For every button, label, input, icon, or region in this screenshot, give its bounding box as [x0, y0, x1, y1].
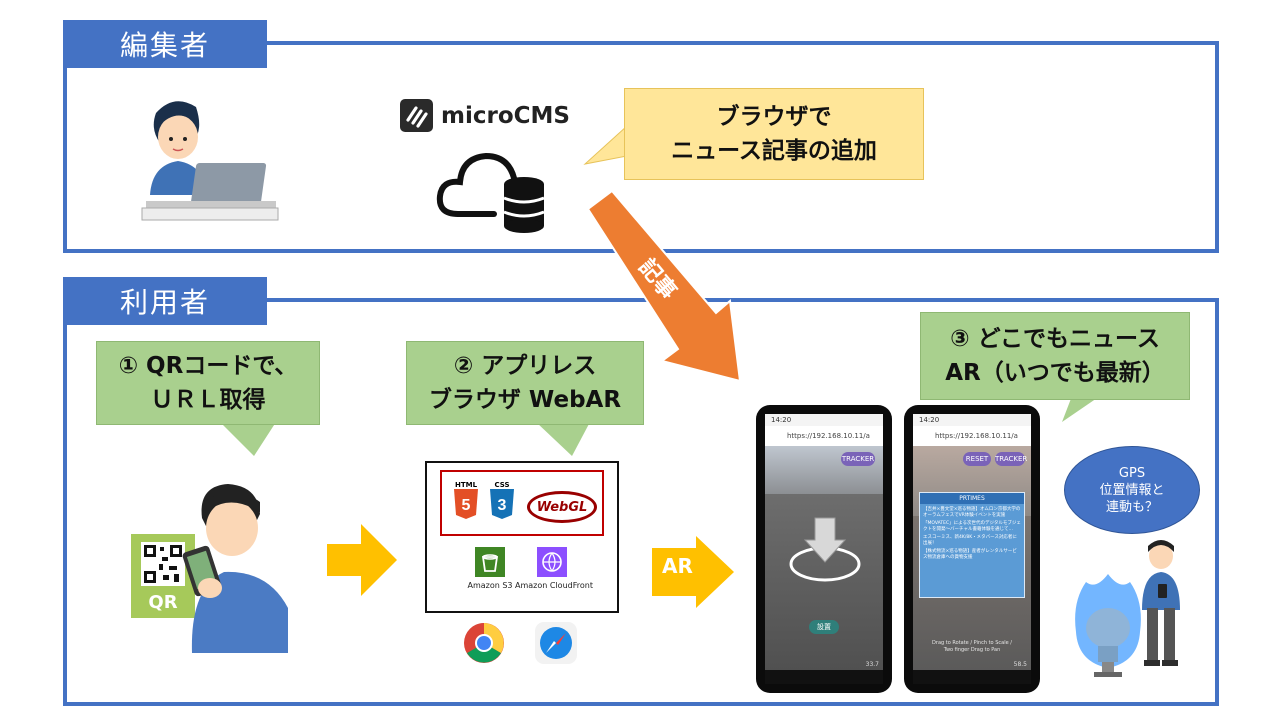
tech-stack-box: HTML 5 CSS 3 WebGL Amazon S3 Amazon Clou… [425, 461, 619, 613]
news-item-4: 【株式物流×巡る物語】産者がレンタルサービス物流倉庫への貨物支援 [923, 549, 1017, 560]
cloud-database-icon [436, 152, 545, 233]
editor-callout-line1: ブラウザで [716, 104, 832, 130]
phone1-url-bar[interactable]: https://192.168.10.11/a [765, 426, 883, 446]
step2-line2: ブラウザ WebAR [428, 387, 622, 413]
phone1-fps: 33.7 [865, 661, 879, 668]
editor-callout: ブラウザで ニュース記事の追加 [624, 88, 924, 180]
step3-callout: ③ どこでもニュース AR（いつでも最新） [920, 312, 1190, 400]
phone-ar-news: 14:20 https://192.168.10.11/a RESET TRAC… [904, 405, 1040, 693]
phone2-status-bar: 14:20 [913, 414, 1031, 426]
gps-line1: GPS [1118, 465, 1146, 481]
step1-callout-tail [220, 422, 276, 456]
safari-icon [535, 622, 577, 664]
css3-badge: CSS 3 [489, 481, 515, 523]
news-panel-header: PRTIMES [920, 493, 1024, 504]
amazon-s3-label: Amazon S3 [467, 581, 513, 590]
qr-sign-label: QR [148, 592, 178, 613]
placement-marker [789, 517, 861, 582]
qr-scanning-person-illustration [182, 484, 288, 653]
html5-icon: 5 [454, 489, 478, 519]
step1-line2: ＵＲＬ取得 [150, 387, 266, 413]
step3-line1: ③ どこでもニュース [950, 326, 1160, 352]
svg-text:5: 5 [462, 497, 471, 514]
step2-callout-tail [536, 422, 590, 456]
news-item-2: 「MOVATEC」による次世代のデジタルモブジェクトを開発～バーチャル書籍体験を… [923, 521, 1021, 532]
phone1-nav-bar [765, 670, 883, 684]
microcms-icon [400, 99, 433, 132]
user-tab: 利用者 [63, 277, 267, 325]
chrome-icon [464, 623, 504, 663]
html5-badge: HTML 5 [453, 481, 479, 523]
phone1-status-bar: 14:20 [765, 414, 883, 426]
gps-bubble: GPS 位置情報と 連動も？ [1064, 446, 1200, 534]
step2-callout: ② アプリレス ブラウザ WebAR [406, 341, 644, 425]
amazon-cloudfront-label: Amazon CloudFront [515, 581, 593, 590]
phone2-fps: 58.5 [1013, 661, 1027, 668]
webgl-logo: WebGL [527, 491, 597, 523]
ar-news-panel: PRTIMES 【吉井×豊文堂×巡る物語】オムロン京都大学のオーラムフェスでVR… [919, 492, 1025, 598]
step2-line1: ② アプリレス [453, 353, 597, 379]
amazon-s3-icon [475, 547, 505, 577]
phone2-tracker-button[interactable]: TRACKER [995, 452, 1027, 466]
ar-arrow-label: AR [662, 554, 693, 578]
smartphone-person-illustration [1142, 540, 1180, 666]
phone2-screen: 14:20 https://192.168.10.11/a RESET TRAC… [913, 414, 1031, 684]
phone2-nav-bar [913, 670, 1031, 684]
phone-ar-placement: 14:20 https://192.168.10.11/a TRACKER 設置… [756, 405, 892, 693]
phone2-url-bar[interactable]: https://192.168.10.11/a [913, 426, 1031, 446]
step1-callout: ① QRコードで、 ＵＲＬ取得 [96, 341, 320, 425]
ar-character-illustration [1075, 574, 1141, 677]
flow-arrow-1 [327, 524, 397, 596]
step3-line2: AR（いつでも最新） [945, 360, 1165, 386]
article-arrow [586, 189, 742, 383]
svg-text:3: 3 [498, 497, 507, 514]
step3-callout-tail [1062, 396, 1100, 422]
editor-tab-label: 編集者 [119, 29, 210, 62]
phone2-hint: Drag to Rotate / Pinch to Scale / Two fi… [932, 640, 1012, 653]
qr-sign: QR [131, 534, 195, 618]
phone1-tracker-button[interactable]: TRACKER [841, 452, 875, 466]
gps-line3: 連動も？ [1105, 499, 1158, 515]
microcms-logo: microCMS [400, 99, 570, 132]
editor-callout-line2: ニュース記事の追加 [671, 138, 877, 164]
news-item-3: エスコーミス、新4K/8K・メタバース対応者に出展！ [923, 535, 1017, 546]
html5-label: HTML [454, 481, 478, 489]
amazon-cloudfront-icon [537, 547, 567, 577]
editor-person-illustration [141, 101, 279, 221]
news-item-1: 【吉井×豊文堂×巡る物語】オムロン京都大学のオーラムフェスでVR体験イベントを実… [923, 507, 1021, 518]
place-button[interactable]: 設置 [809, 620, 839, 634]
ar-flow-arrow [652, 536, 734, 608]
editor-tab: 編集者 [63, 20, 267, 68]
css3-label: CSS [494, 481, 510, 489]
step1-line1: ① QRコードで、 [118, 353, 298, 379]
qr-code-icon [141, 542, 185, 586]
phone1-screen: 14:20 https://192.168.10.11/a TRACKER 設置… [765, 414, 883, 684]
microcms-logo-text: microCMS [441, 102, 570, 129]
css3-icon: 3 [490, 489, 514, 519]
user-tab-label: 利用者 [119, 286, 210, 319]
reset-button[interactable]: RESET [963, 452, 991, 466]
web-tech-frame [440, 470, 604, 536]
webgl-label: WebGL [536, 499, 588, 515]
gps-line2: 位置情報と [1099, 482, 1165, 498]
